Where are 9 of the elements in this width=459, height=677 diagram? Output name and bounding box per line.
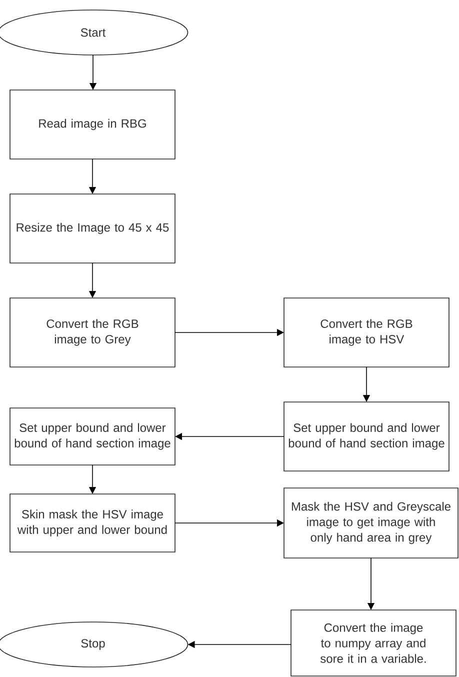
process-box: Skin mask the HSV image with upper and lower bound: [10, 494, 176, 552]
process-box: Set upper bound and lower bound of hand section image: [10, 408, 176, 466]
process-box: Convert the RGB image to HSV: [284, 298, 450, 368]
process-box: Convert the RGB image to Grey: [10, 298, 176, 368]
process-box: Resize the Image to 45 x 45: [10, 194, 176, 264]
process-box: Set upper bound and lower bound of hand section image: [284, 402, 450, 472]
process-box: Read image in RBG: [10, 90, 176, 160]
process-box: Convert the image to numpy array and sore it in a variable.: [290, 610, 456, 676]
process-box: Mask the HSV and Greyscale image to get image with only hand area in grey: [284, 488, 458, 558]
